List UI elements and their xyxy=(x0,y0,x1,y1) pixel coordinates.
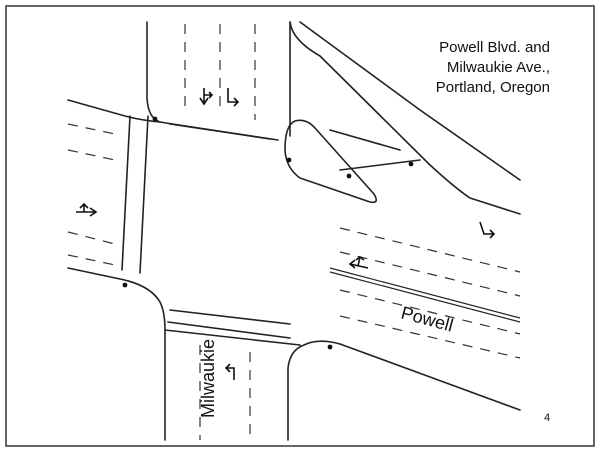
east-crosswalk xyxy=(329,129,421,171)
east-south-curb xyxy=(164,329,301,346)
powell-street-label: Powell xyxy=(399,303,455,336)
milwaukie-street-label: Milwaukie xyxy=(198,339,218,418)
ne-sidewalk xyxy=(299,21,521,181)
slide-title: Powell Blvd. and Milwaukie Ave., Portlan… xyxy=(360,38,550,98)
left-through-arrow-icon xyxy=(199,88,214,106)
title-line-1: Powell Blvd. and xyxy=(439,39,550,56)
right-turn-arrow-icon xyxy=(479,221,496,239)
milwaukie-north-left-curb xyxy=(146,21,161,123)
west-crosswalk xyxy=(121,115,149,274)
west-south-curb xyxy=(67,267,166,441)
right-turn-arrow-icon xyxy=(227,88,240,107)
left-turn-arrow-icon xyxy=(224,363,235,380)
powell-east-south-curb xyxy=(339,343,521,411)
north-crosswalk xyxy=(169,123,279,141)
title-line-3: Portland, Oregon xyxy=(435,79,550,96)
left-through-arrow-icon xyxy=(348,256,369,269)
south-crosswalk xyxy=(167,309,291,339)
median-island xyxy=(284,119,378,204)
ne-corner-curb xyxy=(289,21,521,215)
page-number: 4 xyxy=(544,412,551,424)
west-north-curb xyxy=(67,99,271,140)
left-through-arrow-icon xyxy=(76,202,98,217)
slide-frame xyxy=(5,5,595,447)
milwaukie-south-right-curb xyxy=(287,340,341,441)
title-line-2: Milwaukie Ave., xyxy=(446,59,550,76)
